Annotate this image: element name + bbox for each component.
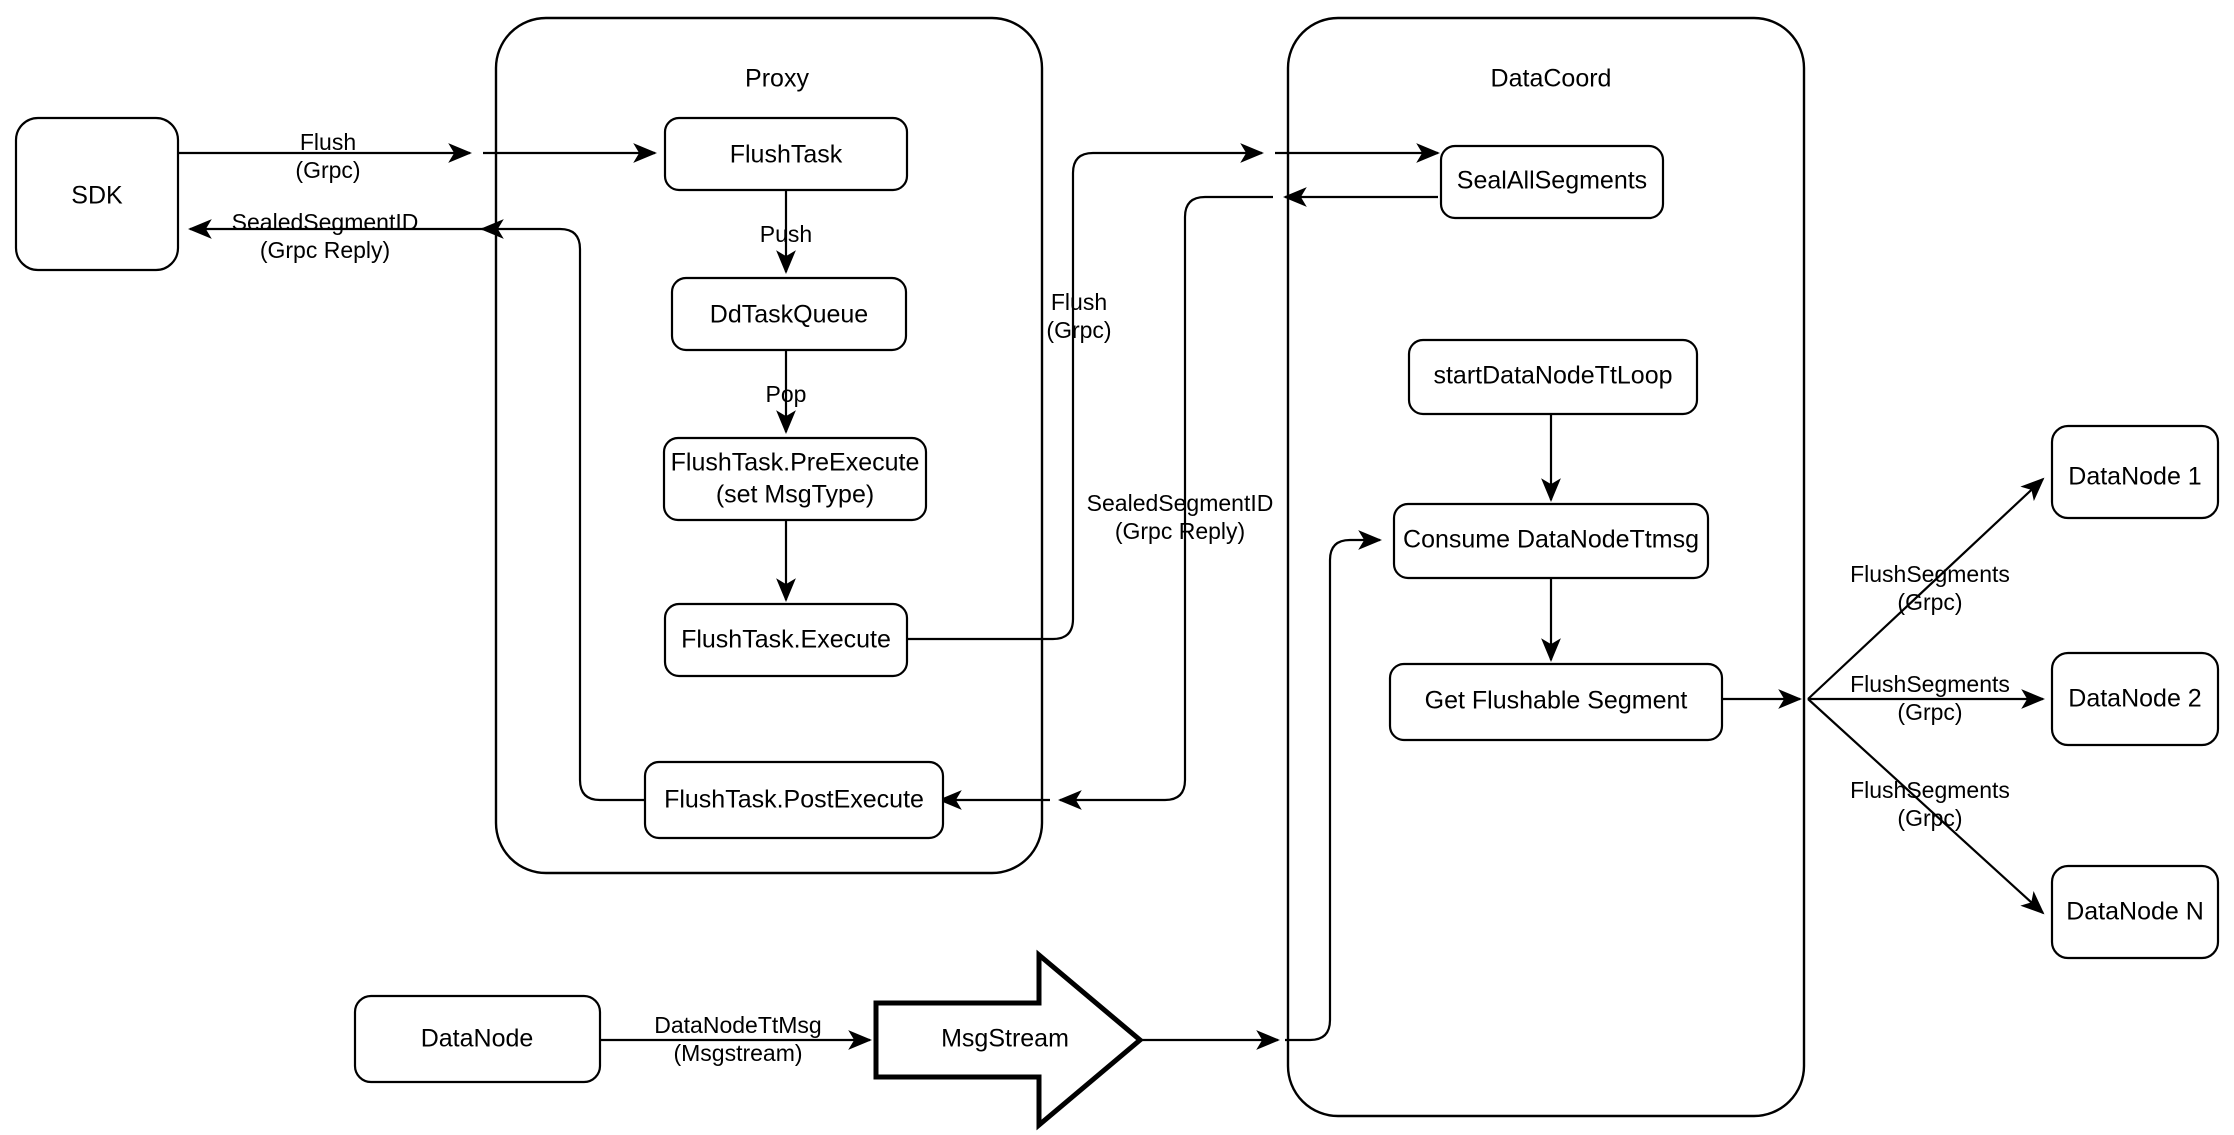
- node-datanode-source[interactable]: DataNode: [353, 994, 602, 1084]
- preexecute-label-line2: (set MsgType): [716, 481, 874, 509]
- edge-label-proxy-flush-line1: Flush: [1051, 289, 1107, 315]
- node-dd-task-queue[interactable]: DdTaskQueue: [670, 276, 908, 352]
- execute-label: FlushTask.Execute: [681, 626, 891, 654]
- node-datanode-n[interactable]: DataNode N: [2050, 864, 2220, 960]
- getflushable-label: Get Flushable Segment: [1425, 687, 1688, 715]
- node-consume-datanode-ttmsg[interactable]: Consume DataNodeTtmsg: [1392, 502, 1710, 580]
- flushtask-box[interactable]: [663, 116, 909, 192]
- node-datanode-2[interactable]: DataNode 2: [2050, 651, 2220, 747]
- edge-label-flushsegments-2-line1: FlushSegments: [1850, 671, 2010, 697]
- postexecute-label: FlushTask.PostExecute: [664, 786, 924, 814]
- flushtask-label: FlushTask: [730, 141, 843, 169]
- edge-label-sdk-flush-line2: (Grpc): [295, 157, 360, 183]
- edge-label-sdk-flush-line1: Flush: [300, 129, 356, 155]
- edge-label-flushsegments-2-line2: (Grpc): [1897, 699, 1962, 725]
- edge-label-datanodettmsg-line2: (Msgstream): [673, 1040, 802, 1066]
- msgstream-arrow-shape[interactable]: [873, 949, 1144, 1131]
- node-start-datanode-tt-loop[interactable]: startDataNodeTtLoop: [1407, 338, 1699, 416]
- node-flushtask-preexecute[interactable]: FlushTask.PreExecute (set MsgType): [662, 436, 928, 522]
- edge-label-flushsegments-n-line2: (Grpc): [1897, 805, 1962, 831]
- edge-msgstream-rail-to-consume: [1285, 530, 1382, 1042]
- node-flush-task[interactable]: FlushTask: [663, 116, 909, 192]
- edge-label-proxy-flush-line2: (Grpc): [1046, 317, 1111, 343]
- edge-execute-to-datacoord-flush: [907, 143, 1264, 641]
- preexecute-box[interactable]: [662, 436, 928, 522]
- node-seal-all-segments[interactable]: SealAllSegments: [1439, 144, 1665, 220]
- edge-label-flushsegments-n-line1: FlushSegments: [1850, 777, 2010, 803]
- edge-datacoord-reply-rail: [1058, 195, 1273, 810]
- datacoord-container: [1286, 16, 1806, 1118]
- msgstream-label: MsgStream: [941, 1025, 1069, 1053]
- ttloop-label: startDataNodeTtLoop: [1433, 362, 1672, 390]
- node-flushtask-postexecute[interactable]: FlushTask.PostExecute: [643, 760, 945, 840]
- edge-label-flushsegments-1-line2: (Grpc): [1897, 589, 1962, 615]
- ddtaskqueue-box[interactable]: [670, 276, 908, 352]
- ttloop-box[interactable]: [1407, 338, 1699, 416]
- node-flushtask-execute[interactable]: FlushTask.Execute: [663, 602, 909, 678]
- datacoord-container-label: DataCoord: [1491, 65, 1612, 93]
- ddtaskqueue-label: DdTaskQueue: [710, 301, 868, 329]
- edge-label-proxy-reply-line2: (Grpc Reply): [1115, 518, 1245, 544]
- datanode-n-box[interactable]: [2050, 864, 2220, 960]
- edge-fanout-to-datanode-n: [1807, 698, 2045, 915]
- proxy-container-label: Proxy: [745, 65, 809, 93]
- sealallsegments-label: SealAllSegments: [1457, 167, 1647, 195]
- sdk-label: SDK: [71, 182, 123, 210]
- sealallsegments-box[interactable]: [1439, 144, 1665, 220]
- datanode-2-box[interactable]: [2050, 651, 2220, 747]
- edge-label-pop: Pop: [766, 381, 807, 407]
- execute-box[interactable]: [663, 602, 909, 678]
- edge-label-sdk-reply-line2: (Grpc Reply): [260, 237, 390, 263]
- node-msgstream[interactable]: MsgStream: [873, 949, 1144, 1131]
- node-sdk[interactable]: SDK: [14, 116, 180, 272]
- datanode-source-box[interactable]: [353, 994, 602, 1084]
- sdk-box[interactable]: [14, 116, 180, 272]
- edge-label-flushsegments-1-line1: FlushSegments: [1850, 561, 2010, 587]
- node-datanode-1[interactable]: DataNode 1: [2050, 424, 2220, 520]
- edge-fanout-to-datanode-1: [1807, 477, 2045, 700]
- consume-label: Consume DataNodeTtmsg: [1403, 526, 1699, 554]
- datanode-2-label: DataNode 2: [2068, 685, 2201, 713]
- edge-label-datanodettmsg-line1: DataNodeTtMsg: [654, 1012, 821, 1038]
- edge-postexecute-to-reply-rail: [480, 219, 645, 802]
- datanode-1-label: DataNode 1: [2068, 463, 2201, 491]
- edge-label-proxy-reply-line1: SealedSegmentID: [1087, 490, 1274, 516]
- postexecute-box[interactable]: [643, 760, 945, 840]
- datanode-1-box[interactable]: [2050, 424, 2220, 520]
- datanode-source-label: DataNode: [421, 1025, 534, 1053]
- preexecute-label-line1: FlushTask.PreExecute: [671, 449, 920, 477]
- consume-box[interactable]: [1392, 502, 1710, 580]
- getflushable-box[interactable]: [1388, 662, 1724, 742]
- edge-label-sdk-reply-line1: SealedSegmentID: [232, 209, 419, 235]
- node-get-flushable-segment[interactable]: Get Flushable Segment: [1388, 662, 1724, 742]
- edge-label-push: Push: [760, 221, 812, 247]
- proxy-container: [494, 16, 1044, 875]
- datanode-n-label: DataNode N: [2066, 898, 2204, 926]
